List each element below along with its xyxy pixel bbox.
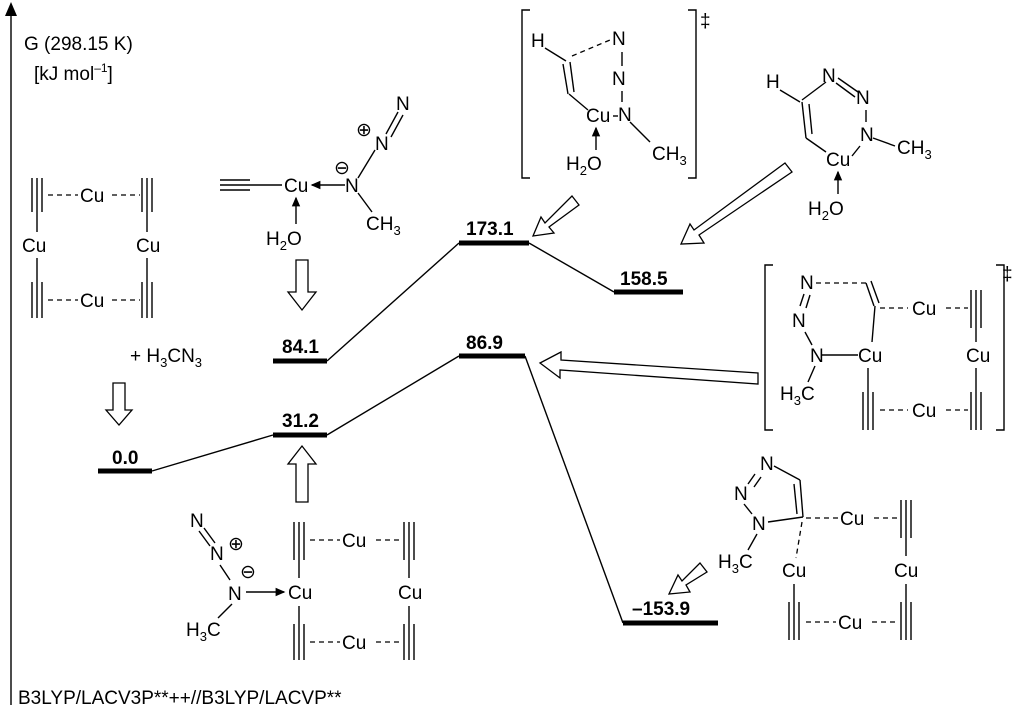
svg-text:N: N xyxy=(228,584,242,605)
method-label: B3LYP/LACV3P**++//B3LYP/LACVP** xyxy=(18,688,342,709)
path-ts-mono-to-int-mono xyxy=(528,242,615,293)
svg-text:H: H xyxy=(766,72,780,93)
svg-text:⊖: ⊖ xyxy=(334,158,350,179)
svg-text:Cu: Cu xyxy=(284,176,308,197)
svg-text:Cu: Cu xyxy=(966,346,990,367)
path-complex-b-to-ts-mono xyxy=(326,242,460,362)
mono-ch3: CH3 xyxy=(366,214,401,238)
path-start-to-complex-a xyxy=(151,434,274,472)
hollow-arrow-ts-di xyxy=(538,350,759,385)
svg-text:N: N xyxy=(375,134,389,155)
svg-text:Cu: Cu xyxy=(136,236,160,257)
svg-text:N: N xyxy=(345,176,359,197)
hollow-arrow-complex-a xyxy=(286,444,318,503)
svg-text:Cu: Cu xyxy=(288,583,312,604)
svg-text:Cu: Cu xyxy=(840,509,864,530)
svg-text:H2O: H2O xyxy=(266,229,302,253)
structure-cu4-cluster: Cu Cu Cu Cu xyxy=(22,178,160,318)
svg-text:H3C: H3C xyxy=(186,620,221,644)
svg-text:Cu: Cu xyxy=(342,531,366,552)
svg-text:N: N xyxy=(800,273,814,294)
svg-text:N: N xyxy=(822,66,836,87)
svg-text:N: N xyxy=(210,544,224,565)
level-complex-b-value: 84.1 xyxy=(282,337,319,358)
structure-metallacycle-mono: H N N N CH3 Cu H2O xyxy=(766,66,932,223)
svg-text:Cu: Cu xyxy=(398,583,422,604)
svg-text:Cu: Cu xyxy=(80,186,104,207)
svg-text:Cu: Cu xyxy=(80,291,104,312)
level-ts-di-value: 86.9 xyxy=(466,333,503,354)
structure-ts-di-cu: ‡ N N N H3C Cu Cu Cu Cu xyxy=(764,264,1013,431)
svg-text:N: N xyxy=(792,311,806,332)
svg-text:CH3: CH3 xyxy=(897,138,932,162)
svg-text:N: N xyxy=(856,88,870,109)
energy-axis-arrowhead xyxy=(5,2,17,16)
level-int-mono-value: 158.5 xyxy=(620,269,668,290)
svg-text:N: N xyxy=(760,454,774,475)
svg-text:⊕: ⊕ xyxy=(356,120,372,141)
path-complex-a-to-ts-di xyxy=(326,355,460,436)
structure-ts-mono-cu: ‡ H N N N Cu CH3 H2O xyxy=(521,9,711,179)
level-start-value: 0.0 xyxy=(112,448,138,469)
svg-text:Cu: Cu xyxy=(22,236,46,257)
svg-text:CH3: CH3 xyxy=(652,144,687,168)
axis-unit: [kJ mol–1] xyxy=(34,61,113,85)
svg-text:‡: ‡ xyxy=(700,11,711,32)
structure-mono-cu-azide-water: Cu N ⊖ N ⊕ N CH3 H2O xyxy=(220,94,410,253)
hollow-arrow-complex-b xyxy=(286,259,318,312)
svg-text:N: N xyxy=(618,105,632,126)
svg-text:Cu: Cu xyxy=(782,561,806,582)
level-product-value: –153.9 xyxy=(632,599,690,620)
svg-text:N: N xyxy=(612,69,626,90)
svg-text:N: N xyxy=(810,346,824,367)
svg-text:Cu: Cu xyxy=(912,401,936,422)
reagent-label: + H3CN3 xyxy=(130,346,202,370)
svg-text:Cu: Cu xyxy=(342,633,366,654)
svg-text:Cu: Cu xyxy=(858,346,882,367)
structure-di-cu-azide: N N ⊕ N ⊖ H3C Cu Cu Cu Cu xyxy=(186,511,422,660)
svg-text:‡: ‡ xyxy=(1002,264,1013,285)
structure-triazolide-product: N N N H3C Cu Cu Cu Cu xyxy=(718,454,918,640)
svg-text:Cu: Cu xyxy=(912,299,936,320)
svg-text:N: N xyxy=(752,514,766,535)
svg-text:H2O: H2O xyxy=(566,154,602,178)
level-complex-a-value: 31.2 xyxy=(282,411,319,432)
svg-text:N: N xyxy=(612,29,626,50)
svg-text:H2O: H2O xyxy=(808,199,844,223)
hollow-arrow-start xyxy=(104,382,134,426)
hollow-arrow-int-mono xyxy=(679,162,793,245)
svg-text:Cu: Cu xyxy=(586,106,610,127)
svg-text:Cu: Cu xyxy=(838,613,862,634)
svg-text:Cu: Cu xyxy=(894,561,918,582)
svg-text:H3C: H3C xyxy=(780,384,815,408)
svg-text:Cu: Cu xyxy=(826,150,850,171)
svg-text:⊖: ⊖ xyxy=(240,562,256,583)
svg-text:N: N xyxy=(860,125,874,146)
path-ts-di-to-product xyxy=(524,355,624,624)
svg-text:H: H xyxy=(531,31,545,52)
axis-title: G (298.15 K) xyxy=(24,34,133,55)
level-ts-mono-value: 173.1 xyxy=(466,219,514,240)
hollow-arrow-product xyxy=(667,562,708,595)
svg-text:N: N xyxy=(190,511,204,532)
svg-text:H3C: H3C xyxy=(718,552,753,576)
svg-text:N: N xyxy=(734,484,748,505)
hollow-arrow-ts-mono xyxy=(531,195,580,237)
svg-text:⊕: ⊕ xyxy=(228,534,244,555)
svg-text:N: N xyxy=(396,94,410,115)
